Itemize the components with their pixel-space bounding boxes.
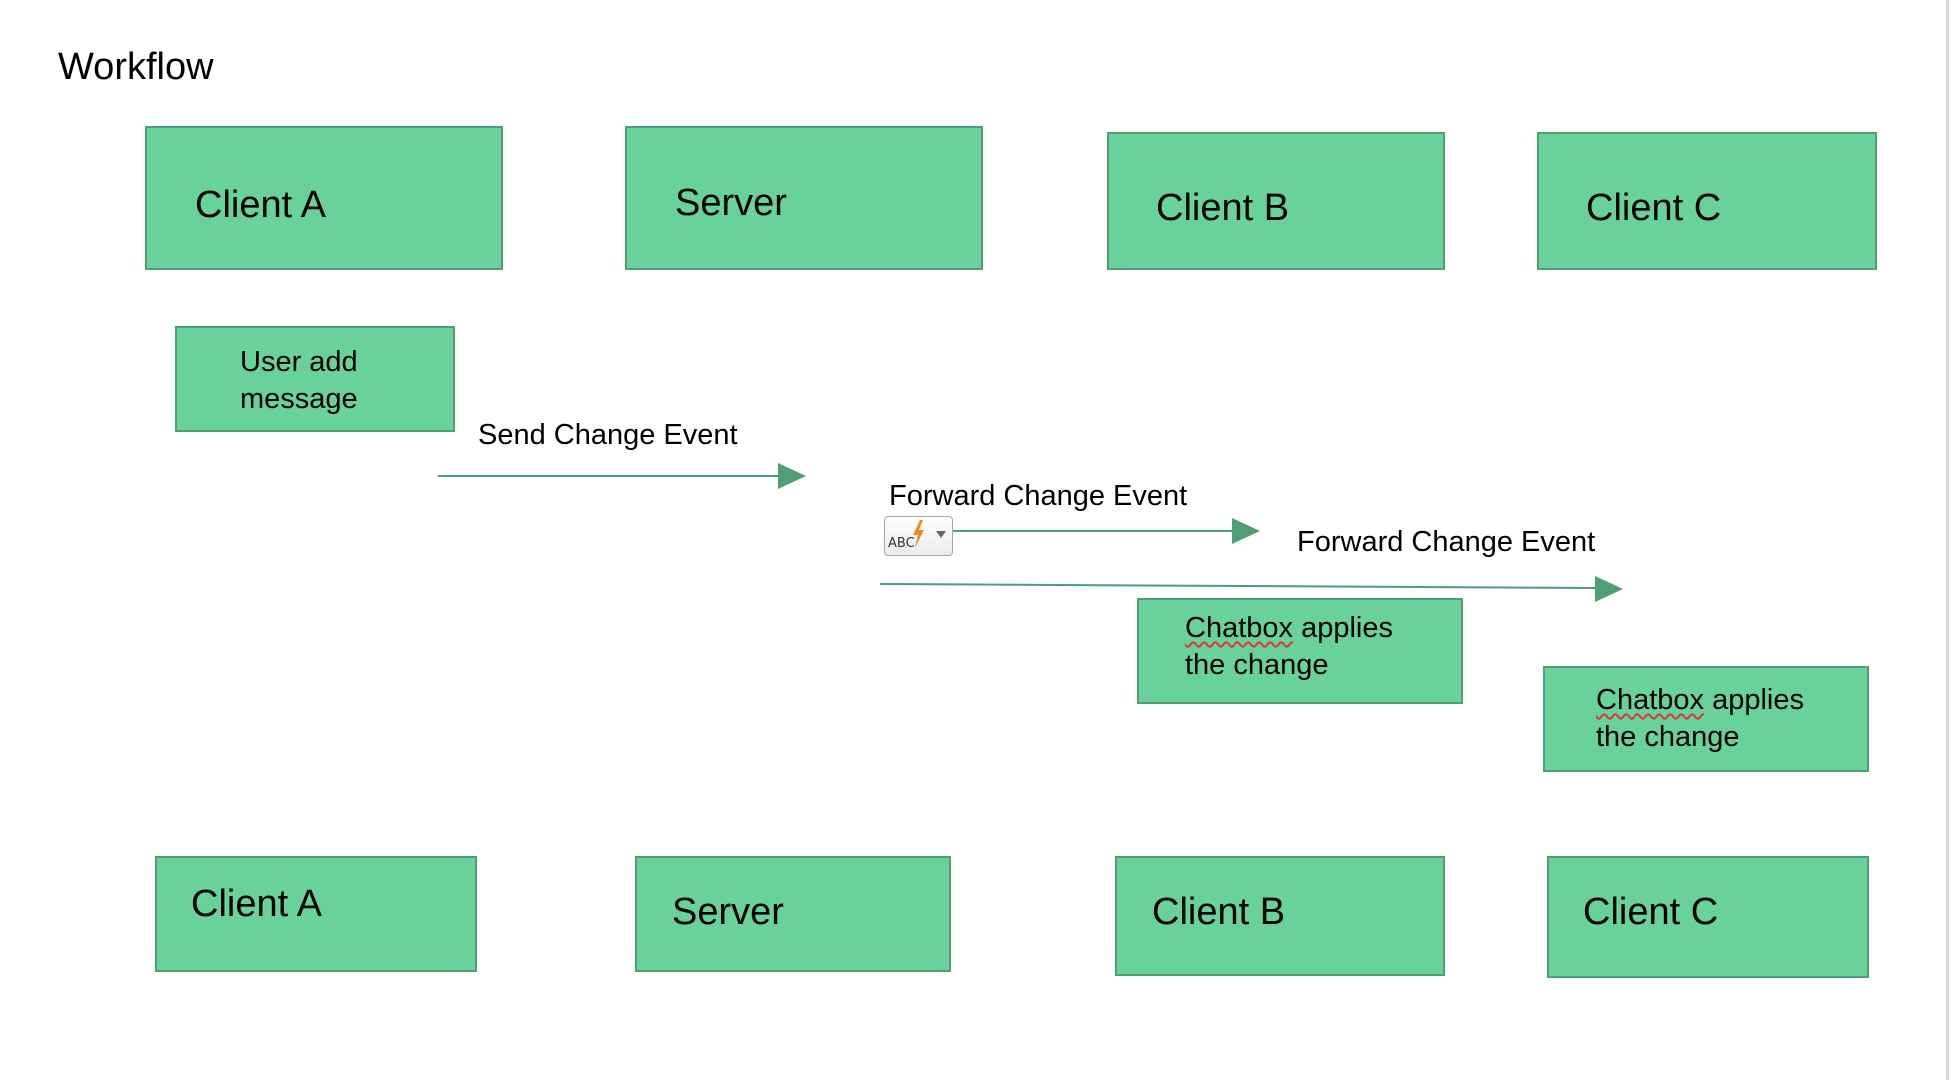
lane-client-b-top: Client B xyxy=(1107,132,1445,270)
lane-label: Client A xyxy=(195,184,326,226)
arrow-label-forward-client-c: Forward Change Event xyxy=(1297,526,1596,558)
lightning-bolt-icon xyxy=(913,520,924,548)
lane-label: Client B xyxy=(1152,891,1286,933)
lane-server-bottom: Server xyxy=(635,856,951,972)
step-chatbox-applies-client-c: Chatbox applies the change xyxy=(1543,666,1869,772)
arrow-label-send-change-event: Send Change Event xyxy=(478,419,738,451)
chevron-down-icon xyxy=(936,531,946,538)
arrow-send-change-event xyxy=(438,463,806,489)
diagram-title: Workflow xyxy=(58,46,214,88)
lane-label: Client B xyxy=(1156,187,1290,229)
lane-label: Client C xyxy=(1586,187,1722,229)
arrow-forward-to-client-b xyxy=(952,518,1260,544)
step-user-add-message: User add message xyxy=(175,326,455,432)
lane-client-c-bottom: Client C xyxy=(1547,856,1869,978)
spellcheck-word: Chatbox xyxy=(1596,684,1705,716)
lane-label: Client A xyxy=(191,883,322,925)
lane-server-top: Server xyxy=(625,126,983,270)
step-chatbox-applies-client-b: Chatbox applies the change xyxy=(1137,598,1463,704)
lane-label: Client C xyxy=(1583,891,1719,933)
step-label: Chatbox applies the change xyxy=(1596,682,1804,756)
step-label: Chatbox applies the change xyxy=(1185,610,1393,684)
spellcheck-word: Chatbox xyxy=(1185,612,1294,644)
autocorrect-abc-text: ABC xyxy=(888,536,915,551)
lane-client-b-bottom: Client B xyxy=(1115,856,1445,976)
lane-label: Server xyxy=(672,891,784,933)
step-label-rest: applies the change xyxy=(1596,684,1804,753)
lane-client-c-top: Client C xyxy=(1537,132,1877,270)
step-label: User add message xyxy=(240,346,358,415)
lane-client-a-bottom: Client A xyxy=(155,856,477,972)
window-edge xyxy=(1946,0,1949,1080)
lane-label: Server xyxy=(675,182,787,224)
lane-client-a-top: Client A xyxy=(145,126,503,270)
autocorrect-options-button[interactable]: ABC xyxy=(884,516,953,556)
step-label-rest: applies the change xyxy=(1185,612,1393,681)
arrow-label-forward-client-b: Forward Change Event xyxy=(889,480,1188,512)
